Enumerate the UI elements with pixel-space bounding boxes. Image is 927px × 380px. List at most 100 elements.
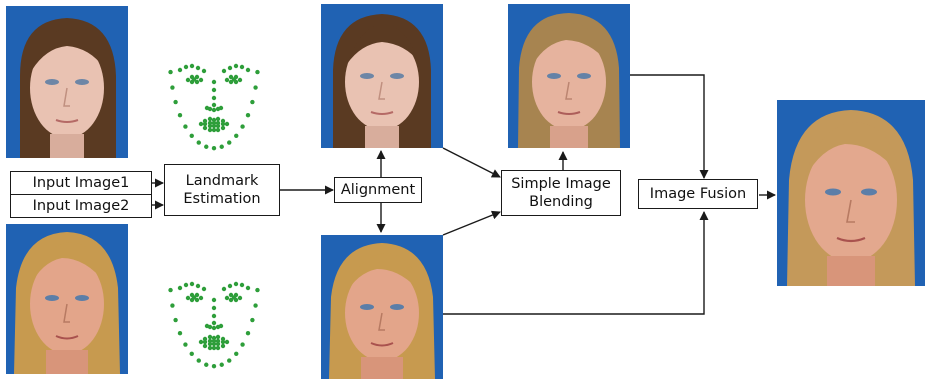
landmark-dot [168,287,173,293]
image-fusion-box: Image Fusion [638,179,758,209]
landmark-dot [185,295,191,301]
landmark-dot [253,85,258,90]
landmark-dot [215,116,221,122]
landmark-dot [220,339,226,345]
input-face-photo-1 [6,6,128,158]
landmark-dot [234,351,239,356]
landmark-dot [211,123,217,129]
landmark-dot [245,285,251,291]
landmark-dot [234,133,239,138]
landmark-dot [211,297,217,303]
landmark-dot [198,339,204,345]
alignment-box: Alignment [334,177,422,203]
landmark-dot [191,77,197,82]
landmark-dot [170,303,175,308]
landmark-dot [211,341,217,347]
landmark-dot [207,127,213,133]
input-face-photo-2 [6,224,128,374]
landmark-dot [189,281,195,287]
landmark-dot [194,292,200,298]
landmark-dot [177,67,183,73]
alignment-label: Alignment [340,181,416,198]
image-fusion-label: Image Fusion [649,185,747,202]
landmark-dot [228,79,234,85]
landmark-dot [211,87,217,93]
landmark-dot [202,125,208,131]
landmark-dot [211,305,217,311]
input-image1-label: Input Image1 [32,174,130,191]
landmark-dot [240,124,245,129]
landmark-dot [211,145,217,151]
landmark-dot [177,285,183,291]
landmark-dot [207,116,213,122]
landmark-dot [189,351,194,356]
fused-face-photo [777,100,925,286]
landmark-dot [204,362,209,367]
landmark-dot [211,363,217,369]
landmark-dot [245,112,251,118]
landmark-dot [173,317,178,323]
landmark-dot [228,297,234,303]
landmark-dot [202,121,208,127]
landmark-dot [198,295,204,301]
landmark-dot [231,77,237,82]
landmark-dot [227,140,232,145]
landmark-dot [219,144,224,149]
landmark-dot [239,64,245,70]
landmark-dot [220,121,226,127]
landmark-dot [219,362,224,367]
landmark-dot [224,295,230,301]
landmark-dot [255,287,260,293]
landmark-dot [239,282,245,288]
landmark-dot [211,95,217,101]
input-image2-box: Input Image2 [10,194,152,218]
landmark-dot [211,127,217,133]
landmark-dot [218,105,224,111]
landmark-dot [211,107,217,113]
landmark-dot [207,341,213,347]
landmark-dot [201,286,207,292]
landmark-dot [211,79,217,85]
landmark-dot [183,282,189,288]
landmark-dot [198,77,204,83]
input-image1-box: Input Image1 [10,171,152,195]
arrow-blended-to-fusion [630,74,709,179]
landmark-dot [207,334,213,340]
arrow-aligned1-to-blending [442,147,501,178]
landmark-dot [189,63,195,69]
landmark-dot [211,325,217,331]
landmark-dot [198,121,204,127]
landmark-dot [224,121,230,127]
landmark-dot [207,345,213,351]
landmark-dot [196,358,201,363]
landmark-dot [221,286,227,292]
landmark-dot [177,330,183,336]
landmark-points-1 [164,40,264,154]
blending-label-line1: Simple Image [511,175,611,192]
landmark-dot [211,320,217,326]
simple-image-blending-box: Simple Image Blending [501,170,621,216]
landmark-dot [211,313,217,319]
landmark-dot [215,123,221,129]
landmark-dot [189,133,194,138]
landmark-dot [194,297,200,303]
landmark-dot [227,65,233,71]
landmark-dot [221,68,227,74]
blending-label-line2: Blending [529,194,593,210]
landmark-dot [245,67,251,73]
landmark-dot [194,74,200,80]
landmark-estimation-box: Landmark Estimation [164,164,280,216]
landmark-dot [220,125,226,131]
landmark-dot [237,77,243,83]
landmark-dot [215,345,221,351]
arrow-aligned2-to-fusion [443,211,709,315]
landmark-dot [237,295,243,301]
landmark-dot [177,112,183,118]
aligned-face-photo-1 [321,4,443,148]
landmark-dot [215,341,221,347]
landmark-dot [224,339,230,345]
landmark-dot [227,283,233,289]
landmark-dot [173,99,178,105]
landmark-dot [201,68,207,74]
